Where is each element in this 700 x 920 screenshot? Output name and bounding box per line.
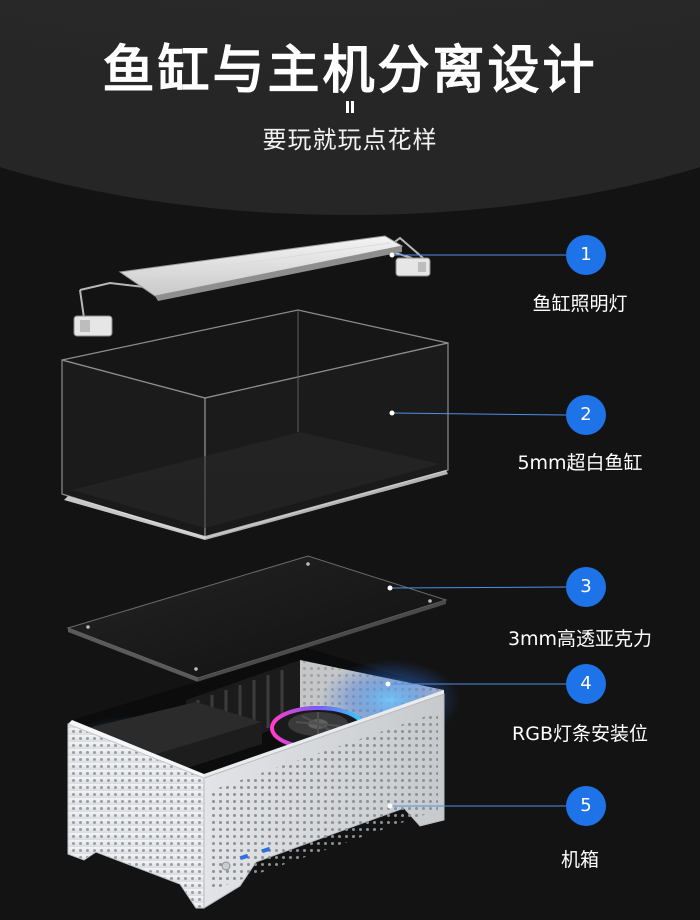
callout-badge-1 — [566, 235, 606, 275]
callout-label-acrylic: 3mm高透亚克力 — [507, 628, 653, 650]
power-button-icon — [221, 861, 231, 871]
callout-number-2: 2 — [580, 404, 592, 425]
callout-number-4: 4 — [580, 673, 592, 694]
callout-label-tank: 5mm超白鱼缸 — [517, 452, 643, 474]
callout-badge-3 — [566, 567, 606, 607]
callout-badges — [566, 235, 606, 826]
callout-number-3: 3 — [580, 576, 592, 597]
callout-badge-4 — [566, 664, 606, 704]
usb-port-icon — [261, 846, 271, 854]
callout-label-rgb: RGB灯条安装位 — [512, 723, 648, 745]
glass-fish-tank — [61, 309, 449, 540]
usb-port-icon — [239, 853, 249, 861]
callout-label-case: 机箱 — [560, 849, 599, 871]
quote-mark-icon — [344, 101, 356, 113]
page-subtitle: 要玩就玩点花样 — [262, 126, 438, 154]
leader-lines — [388, 254, 567, 807]
pc-case — [67, 648, 460, 909]
lamp-clip-left — [73, 315, 113, 337]
callout-label-lamp: 鱼缸照明灯 — [532, 293, 628, 315]
lamp-clip-right — [395, 257, 431, 277]
callout-number-1: 1 — [580, 244, 592, 265]
header-arc — [0, 0, 700, 215]
acrylic-panel — [66, 555, 448, 682]
callout-badge-2 — [566, 395, 606, 435]
page-title: 鱼缸与主机分离设计 — [102, 41, 598, 101]
callout-number-5: 5 — [580, 795, 592, 816]
aquarium-lamp — [73, 235, 431, 337]
callout-badge-5 — [566, 786, 606, 826]
